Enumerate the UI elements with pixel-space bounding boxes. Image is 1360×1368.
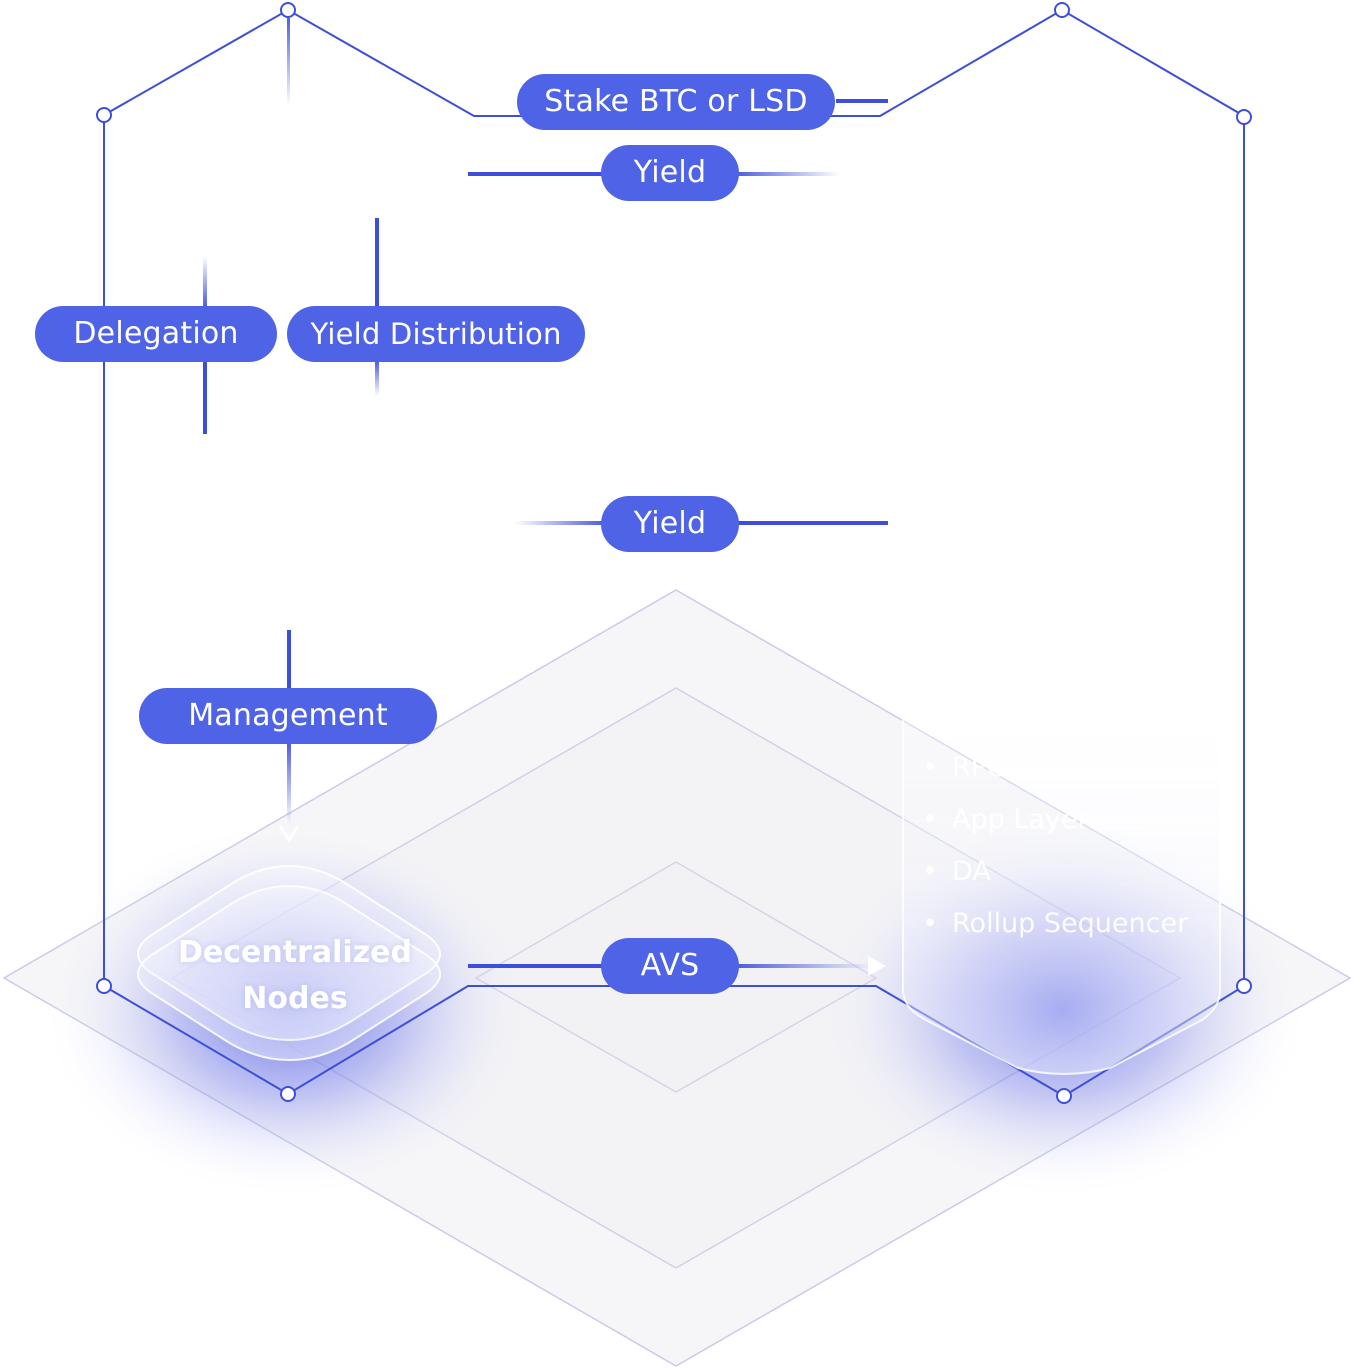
delegation-connector-up	[203, 256, 207, 306]
yield-distribution-connector-up	[375, 218, 379, 306]
yield-distribution-pill: Yield Distribution	[287, 306, 585, 362]
avs-connector-right	[738, 964, 872, 968]
avs-pill: AVS	[601, 938, 739, 994]
avs-connector-left	[468, 964, 602, 968]
avs-service-item: Rollup Sequencer	[922, 898, 1188, 950]
nodes-label-line2: Nodes	[242, 981, 348, 1016]
management-arrow-head	[278, 825, 300, 843]
delegation-pill: Delegation	[35, 306, 277, 362]
avs-service-item: RPC	[922, 742, 1188, 794]
management-connector-up	[287, 630, 291, 688]
dot-lower-left	[96, 978, 112, 994]
decentralized-nodes-label: Decentralized Nodes	[150, 930, 440, 1022]
yield-distribution-connector-down	[375, 362, 379, 396]
yield-top-pill: Yield	[601, 145, 739, 201]
dot-bottom-left	[280, 1086, 296, 1102]
avs-service-item: DA	[922, 846, 1188, 898]
top-vertical-fade	[287, 18, 290, 106]
avs-service-item: App Layer	[922, 794, 1188, 846]
dot-lower-right	[1236, 978, 1252, 994]
junction-dots	[96, 2, 1252, 1104]
stake-pill: Stake BTC or LSD	[517, 74, 835, 130]
dot-upper-right	[1236, 109, 1252, 125]
dot-bottom-right	[1056, 1088, 1072, 1104]
yield-top-connector-right	[738, 172, 840, 176]
delegation-connector-down	[203, 362, 207, 434]
stake-connector	[836, 99, 888, 103]
management-pill: Management	[139, 688, 437, 744]
yield-top-connector-left	[468, 172, 602, 176]
yield-middle-pill: Yield	[601, 496, 739, 552]
yield-middle-connector-left	[514, 521, 602, 525]
management-connector-down	[287, 744, 291, 824]
nodes-tile-lower	[137, 884, 441, 1062]
nodes-label-line1: Decentralized	[178, 935, 412, 970]
dot-top-left	[280, 2, 296, 18]
dot-upper-left	[96, 107, 112, 123]
dot-top-right	[1054, 2, 1070, 18]
avs-services-list: RPC App Layer DA Rollup Sequencer	[922, 742, 1188, 950]
avs-arrow-head	[868, 956, 886, 976]
yield-middle-connector-right	[738, 521, 888, 525]
